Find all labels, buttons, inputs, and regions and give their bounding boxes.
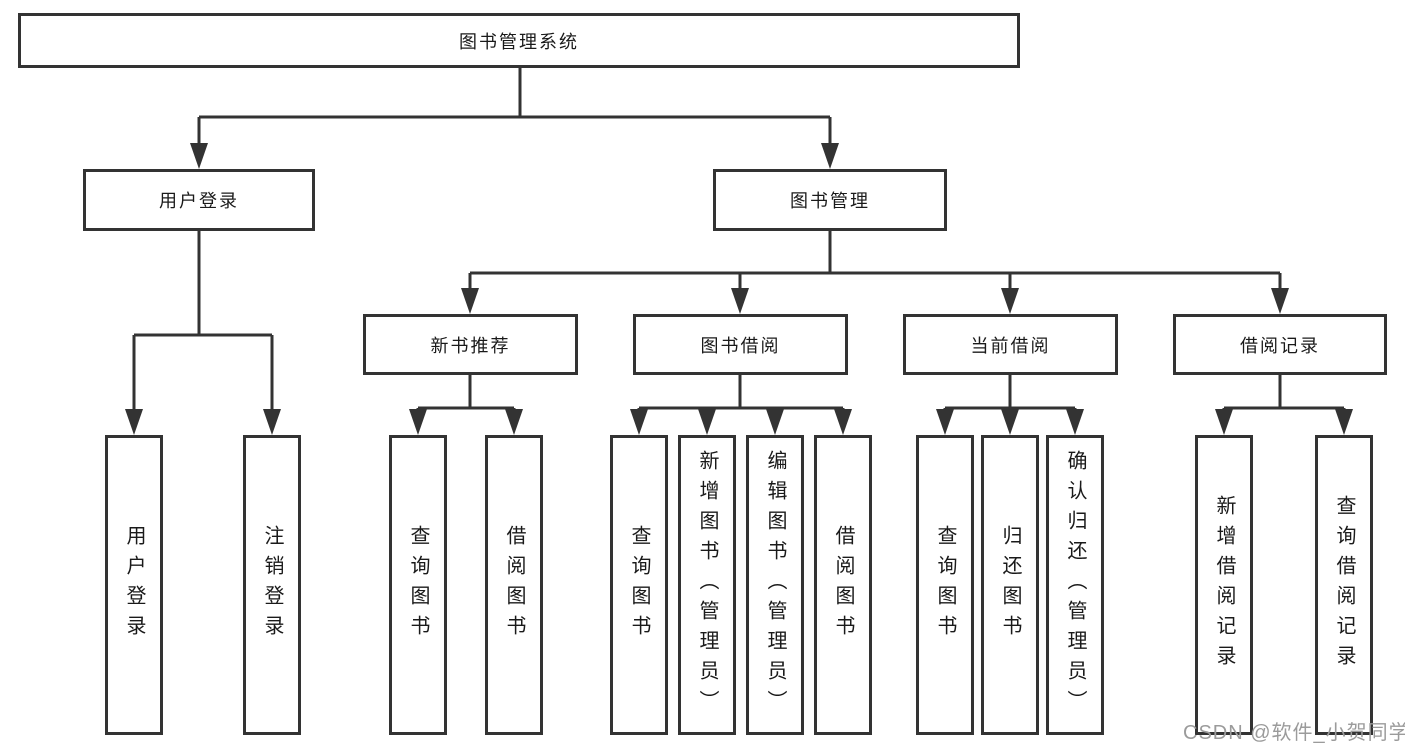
leaf-confirm-return-admin: 确认归还（管理员）	[1046, 435, 1104, 735]
leaf-add-borrow-record: 新增借阅记录	[1195, 435, 1253, 735]
arrowhead	[834, 409, 852, 435]
node-book-borrow: 图书借阅	[633, 314, 848, 375]
node-label: 当前借阅	[970, 335, 1051, 356]
arrowhead	[821, 143, 839, 169]
node-label: 用户登录	[159, 191, 239, 211]
leaf-label: 注销登录	[261, 525, 283, 645]
leaf-label: 归还图书	[999, 525, 1021, 645]
leaf-label: 借阅图书	[503, 525, 525, 645]
leaf-label: 新增借阅记录	[1213, 495, 1235, 675]
arrowhead	[1271, 288, 1289, 314]
arrowhead	[766, 409, 784, 435]
leaf-return-books: 归还图书	[981, 435, 1039, 735]
leaf-query-books-current: 查询图书	[916, 435, 974, 735]
arrowhead	[505, 409, 523, 435]
leaf-label: 编辑图书（管理员）	[764, 450, 786, 720]
node-user-login: 用户登录	[83, 169, 315, 231]
node-label: 图书管理	[790, 191, 870, 211]
leaf-label: 借阅图书	[832, 525, 854, 645]
leaf-label: 新增图书（管理员）	[696, 450, 718, 720]
arrowhead	[263, 409, 281, 435]
arrowhead	[461, 288, 479, 314]
node-current-borrow: 当前借阅	[903, 314, 1118, 375]
node-borrow-records: 借阅记录	[1173, 314, 1387, 375]
leaf-edit-books-admin: 编辑图书（管理员）	[746, 435, 804, 735]
node-label: 图书借阅	[700, 335, 781, 356]
arrowhead	[936, 409, 954, 435]
leaf-add-books-admin: 新增图书（管理员）	[678, 435, 736, 735]
leaf-query-books-borrow: 查询图书	[610, 435, 668, 735]
arrowhead	[1215, 409, 1233, 435]
arrowhead	[1001, 288, 1019, 314]
node-label: 借阅记录	[1240, 335, 1320, 356]
leaf-label: 确认归还（管理员）	[1064, 450, 1086, 720]
arrowhead	[630, 409, 648, 435]
arrowhead	[698, 409, 716, 435]
leaf-label: 查询图书	[628, 525, 650, 645]
arrowhead	[1335, 409, 1353, 435]
leaf-logout: 注销登录	[243, 435, 301, 735]
leaf-label: 查询借阅记录	[1333, 495, 1355, 675]
node-new-book-recommend: 新书推荐	[363, 314, 578, 375]
csdn-watermark: CSDN @软件_小贺同学	[1183, 722, 1405, 744]
leaf-query-borrow-record: 查询借阅记录	[1315, 435, 1373, 735]
arrowhead	[731, 288, 749, 314]
arrowhead	[1066, 409, 1084, 435]
node-label: 新书推荐	[430, 335, 511, 356]
leaf-query-books-recommend: 查询图书	[389, 435, 447, 735]
arrowhead	[190, 143, 208, 169]
arrowhead	[1001, 409, 1019, 435]
leaf-label: 用户登录	[123, 525, 145, 645]
leaf-label: 查询图书	[934, 525, 956, 645]
node-label: 图书管理系统	[459, 31, 579, 52]
leaf-user-login: 用户登录	[105, 435, 163, 735]
node-book-management: 图书管理	[713, 169, 947, 231]
arrowhead	[125, 409, 143, 435]
leaf-borrow-books-recommend: 借阅图书	[485, 435, 543, 735]
arrowhead	[409, 409, 427, 435]
leaf-label: 查询图书	[407, 525, 429, 645]
leaf-borrow-books: 借阅图书	[814, 435, 872, 735]
node-library-management-system: 图书管理系统	[18, 13, 1020, 68]
